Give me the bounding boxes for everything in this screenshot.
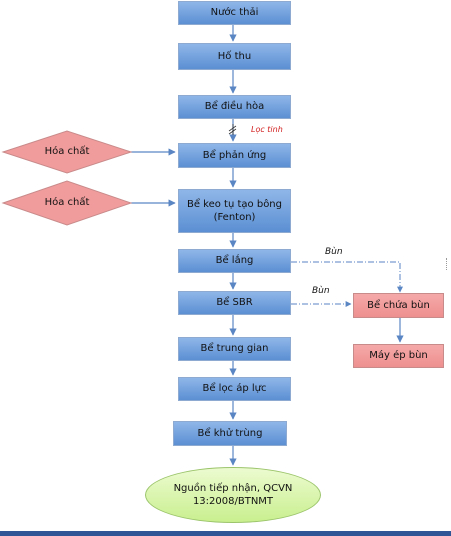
node-be-dieu-hoa: Bể điều hòa bbox=[178, 95, 291, 119]
label-bun-2: Bùn bbox=[312, 286, 330, 296]
chemical-input-2-label: Hóa chất bbox=[44, 197, 90, 209]
node-nguon-tiep-nhan-label-2: 13:2008/BTNMT bbox=[192, 496, 274, 507]
label-bun-1: Bùn bbox=[325, 247, 343, 257]
node-be-chua-bun: Bể chứa bùn bbox=[353, 293, 444, 318]
chemical-diamond-2 bbox=[1, 180, 133, 226]
node-be-khu-trung: Bể khử trùng bbox=[173, 421, 287, 446]
node-nguon-tiep-nhan: Nguồn tiếp nhận, QCVN 13:2008/BTNMT bbox=[145, 467, 321, 523]
chemical-input-1-label: Hóa chất bbox=[44, 146, 90, 158]
node-may-ep-bun-label: Máy ép bùn bbox=[369, 350, 428, 362]
node-be-phan-ung-label: Bể phản ứng bbox=[202, 149, 267, 161]
node-be-lang-label: Bể lắng bbox=[215, 255, 254, 267]
sludge-line-lang bbox=[291, 261, 403, 293]
node-may-ep-bun: Máy ép bùn bbox=[353, 344, 444, 368]
edge-marker bbox=[446, 258, 450, 270]
node-be-khu-trung-label: Bể khử trùng bbox=[197, 427, 263, 439]
node-be-trung-gian: Bể trung gian bbox=[178, 337, 291, 361]
node-be-loc-ap-luc-label: Bể lọc áp lực bbox=[202, 383, 267, 395]
node-be-loc-ap-luc: Bể lọc áp lực bbox=[178, 377, 291, 401]
node-be-trung-gian-label: Bể trung gian bbox=[200, 343, 269, 355]
node-nguon-tiep-nhan-label-1: Nguồn tiếp nhận, QCVN bbox=[173, 482, 293, 494]
label-loc-tinh: Lọc tinh bbox=[251, 125, 283, 134]
node-be-sbr: Bể SBR bbox=[178, 291, 291, 315]
node-be-keo-tu-label-1: Bể keo tụ tạo bông bbox=[186, 198, 282, 210]
node-ho-thu: Hố thu bbox=[178, 43, 291, 70]
node-be-chua-bun-label: Bể chứa bùn bbox=[367, 299, 430, 311]
chemical-input-2: Hóa chất bbox=[3, 193, 131, 213]
node-ho-thu-label: Hố thu bbox=[217, 50, 252, 62]
node-be-sbr-label: Bể SBR bbox=[216, 297, 253, 309]
node-nuoc-thai: Nước thải bbox=[178, 1, 291, 25]
chemical-input-1: Hóa chất bbox=[3, 142, 131, 162]
node-be-phan-ung: Bể phản ứng bbox=[178, 143, 291, 168]
node-be-dieu-hoa-label: Bể điều hòa bbox=[204, 101, 265, 113]
node-be-keo-tu: Bể keo tụ tạo bông (Fenton) bbox=[178, 189, 291, 233]
node-be-keo-tu-label-2: (Fenton) bbox=[213, 212, 256, 223]
filter-symbol bbox=[228, 124, 237, 135]
bottom-accent-bar bbox=[0, 531, 451, 536]
node-nuoc-thai-label: Nước thải bbox=[210, 7, 259, 19]
chemical-diamond-1 bbox=[1, 130, 133, 174]
node-be-lang: Bể lắng bbox=[178, 249, 291, 273]
